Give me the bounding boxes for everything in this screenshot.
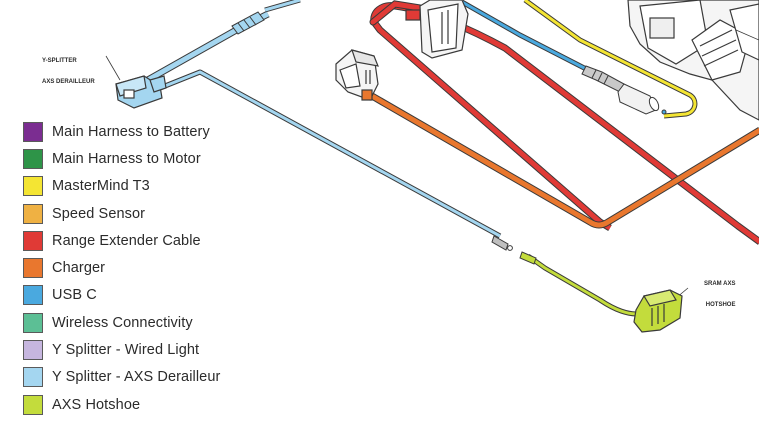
legend-item-mastermind: MasterMind T3 — [23, 173, 220, 200]
legend: Main Harness to Battery Main Harness to … — [23, 118, 220, 418]
mastermind-cable — [523, 0, 698, 119]
usb-c-cable-upper — [460, 0, 594, 75]
legend-item-axs-hotshoe: AXS Hotshoe — [23, 391, 220, 418]
legend-label: USB C — [52, 287, 97, 304]
legend-item-charger: Charger — [23, 254, 220, 281]
hotshoe-callout: SRAM AXS HOTSHOE — [704, 267, 735, 316]
legend-label: Y Splitter - AXS Derailleur — [52, 369, 221, 386]
legend-swatch — [23, 230, 43, 251]
legend-item-battery: Main Harness to Battery — [23, 118, 220, 145]
axs-hotshoe-cable — [526, 253, 643, 317]
legend-swatch — [23, 367, 43, 388]
axs-inline-connector — [491, 235, 537, 265]
legend-swatch — [23, 203, 43, 224]
legend-item-wireless: Wireless Connectivity — [23, 309, 220, 336]
legend-label: Y Splitter - Wired Light — [52, 342, 200, 359]
legend-item-y-splitter-axs: Y Splitter - AXS Derailleur — [23, 364, 220, 391]
legend-item-usb-c: USB C — [23, 282, 220, 309]
axs-hotshoe-component — [633, 289, 683, 333]
legend-label: Wireless Connectivity — [52, 314, 193, 331]
legend-label: Range Extender Cable — [52, 232, 201, 249]
inline-connector-top — [231, 11, 265, 35]
charger-cable — [370, 92, 759, 229]
legend-item-range-extender: Range Extender Cable — [23, 227, 220, 254]
usb-c-inline-connector — [581, 65, 667, 115]
range-extender-cable — [369, 0, 759, 245]
y-splitter-callout-line1: Y-SPLITTER — [42, 58, 77, 64]
motor-component — [627, 0, 759, 121]
y-splitter-callout-line2: AXS DERAILLEUR — [42, 79, 95, 85]
legend-label: Charger — [52, 260, 106, 277]
legend-label: Main Harness to Motor — [52, 150, 201, 167]
hotshoe-callout-line1: SRAM AXS — [704, 281, 736, 287]
legend-item-y-splitter-light: Y Splitter - Wired Light — [23, 336, 220, 363]
hotshoe-callout-line2: HOTSHOE — [705, 302, 736, 308]
legend-label: Speed Sensor — [52, 205, 146, 222]
legend-swatch — [23, 340, 43, 361]
y-splitter-callout: Y-SPLITTER AXS DERAILLEUR — [42, 44, 95, 93]
charger-port-connector — [335, 49, 379, 101]
legend-swatch — [23, 176, 43, 197]
legend-item-motor: Main Harness to Motor — [23, 145, 220, 172]
legend-swatch — [23, 312, 43, 333]
legend-label: Main Harness to Battery — [52, 123, 210, 140]
legend-item-speed-sensor: Speed Sensor — [23, 200, 220, 227]
legend-swatch — [23, 121, 43, 142]
legend-swatch — [23, 258, 43, 279]
y-splitter-connector — [115, 75, 167, 109]
legend-label: AXS Hotshoe — [52, 396, 141, 413]
legend-swatch — [23, 148, 43, 169]
legend-label: MasterMind T3 — [52, 178, 150, 195]
legend-swatch — [23, 394, 43, 415]
y-splitter-leader — [105, 55, 121, 81]
range-extender-connector — [405, 0, 469, 59]
legend-swatch — [23, 285, 43, 306]
